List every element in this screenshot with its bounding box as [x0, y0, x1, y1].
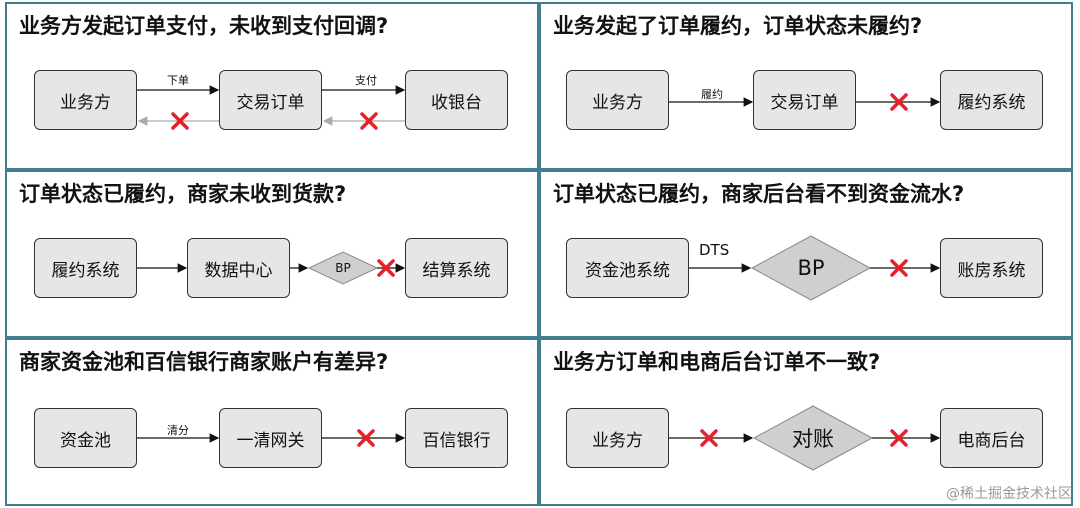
cross-icon [890, 429, 908, 447]
node-ledger-system: 账房系统 [940, 238, 1043, 298]
panel-links [669, 405, 941, 471]
diamond-label: BP [797, 256, 825, 280]
node-trade-order: 交易订单 [219, 70, 322, 130]
panel-links [137, 251, 406, 285]
diamond-label: BP [335, 261, 351, 275]
cross-icon [360, 112, 378, 130]
cross-icon [357, 429, 375, 447]
node-settlement-system: 结算系统 [405, 238, 508, 298]
panel-bank-discrepancy: 商家资金池和百信银行商家账户有差异? 资金池 一清网关 百信银行 清分 [5, 338, 539, 506]
cross-icon [890, 259, 908, 277]
node-fund-pool-system: 资金池系统 [566, 238, 689, 298]
node-business: 业务方 [566, 70, 669, 130]
panel-order-reconciliation: 业务方订单和电商后台订单不一致? 业务方 电商后台 对账 [539, 338, 1073, 506]
panel-title: 订单状态已履约，商家后台看不到资金流水? [553, 182, 965, 206]
panel-title: 业务方发起订单支付，未收到支付回调? [19, 14, 389, 38]
watermark: @稀土掘金技术社区 [946, 486, 1072, 502]
label-fulfill: 履约 [701, 88, 723, 101]
panel-fulfillment-status: 业务发起了订单履约，订单状态未履约? 业务方 交易订单 履约系统 履约 [539, 2, 1073, 170]
node-cashier: 收银台 [405, 70, 508, 130]
label-pay: 支付 [355, 74, 377, 87]
label-clearing: 清分 [167, 424, 189, 437]
cross-icon [171, 112, 189, 130]
node-fulfillment-system: 履约系统 [940, 70, 1043, 130]
node-ecommerce-backend: 电商后台 [940, 408, 1043, 468]
panel-links [689, 235, 941, 301]
node-clearing-gateway: 一清网关 [219, 408, 322, 468]
diamond-label: 对账 [792, 427, 834, 451]
panel-title: 业务方订单和电商后台订单不一致? [553, 350, 881, 374]
panel-links [137, 85, 406, 130]
panel-merchant-payment: 订单状态已履约，商家未收到货款? 履约系统 数据中心 结算系统 BP [5, 170, 539, 338]
node-fulfillment-system: 履约系统 [34, 238, 137, 298]
cross-icon [377, 259, 395, 277]
node-business: 业务方 [566, 408, 669, 468]
node-trade-order: 交易订单 [753, 70, 856, 130]
panel-links [669, 93, 941, 111]
panel-title: 商家资金池和百信银行商家账户有差异? [19, 350, 389, 374]
cross-icon [700, 429, 718, 447]
node-data-center: 数据中心 [187, 238, 290, 298]
panel-fund-flow: 订单状态已履约，商家后台看不到资金流水? 资金池系统 账房系统 DTS BP [539, 170, 1073, 338]
node-baixin-bank: 百信银行 [405, 408, 508, 468]
panel-title: 业务发起了订单履约，订单状态未履约? [553, 14, 923, 38]
cross-icon [890, 93, 908, 111]
panel-title: 订单状态已履约，商家未收到货款? [19, 182, 347, 206]
panel-payment-callback: 业务方发起订单支付，未收到支付回调? 业务方 交易订单 收银台 下单 支付 [5, 2, 539, 170]
node-fund-pool: 资金池 [34, 408, 137, 468]
panel-links [137, 429, 406, 447]
label-place-order: 下单 [167, 74, 189, 87]
label-dts: DTS [699, 241, 730, 259]
node-business: 业务方 [34, 70, 137, 130]
